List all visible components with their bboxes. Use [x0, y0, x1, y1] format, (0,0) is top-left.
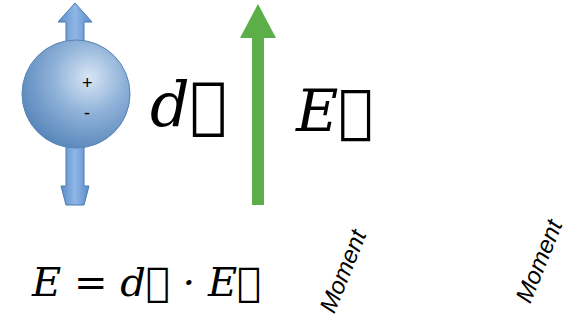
- dipole-arrow-tail: [61, 140, 89, 205]
- field-arrow: [240, 4, 276, 205]
- energy-formula: E = d⃗ · E⃗: [32, 262, 261, 302]
- plus-sign: +: [82, 74, 93, 92]
- field-symbol: E⃗: [296, 82, 373, 140]
- rotated-label: Moment: [316, 227, 371, 316]
- minus-sign: -: [84, 104, 90, 122]
- rotated-label: Moment: [512, 217, 567, 306]
- dipole-sphere: +-: [20, 38, 132, 150]
- sphere-shape: [20, 38, 132, 150]
- dipole-symbol: d⃗: [150, 74, 227, 136]
